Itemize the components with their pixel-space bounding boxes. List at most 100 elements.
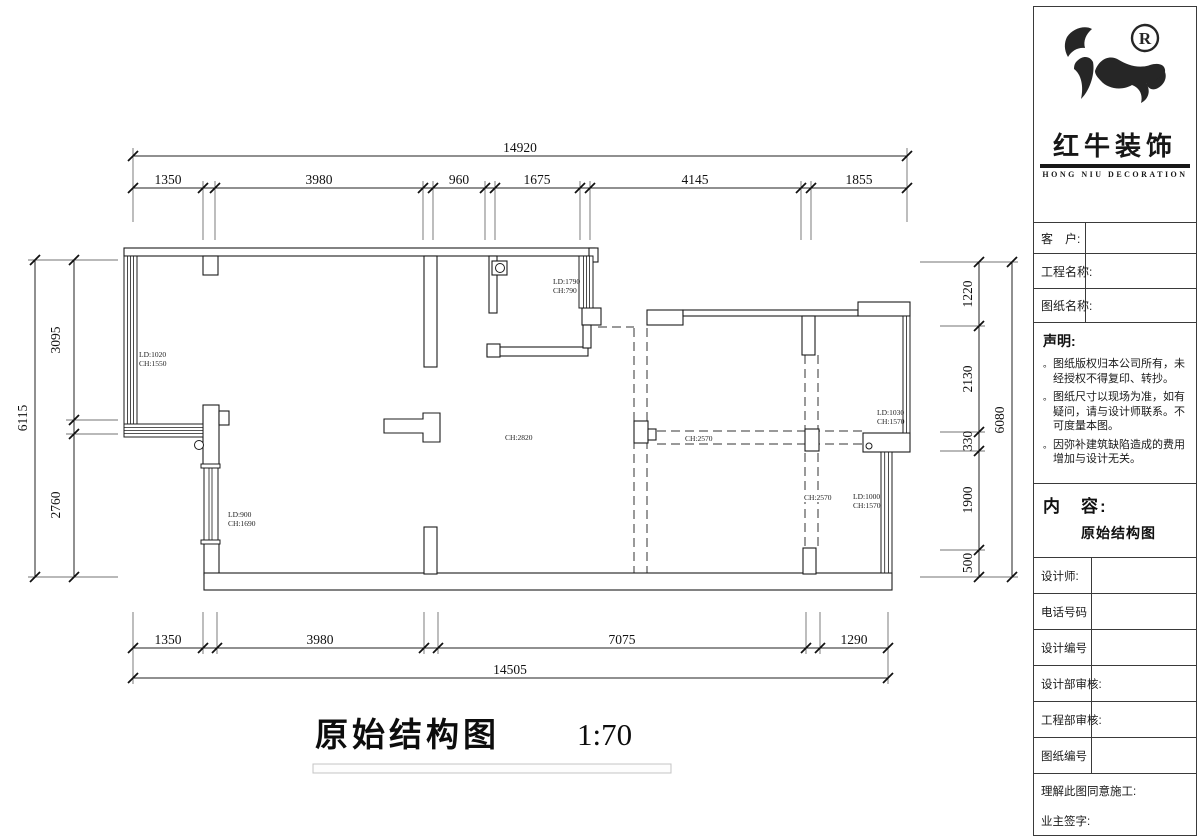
window-east (880, 451, 893, 574)
window-top-room (578, 255, 594, 309)
dashed-walls (598, 326, 863, 573)
construction-consent-label: 理解此图同意施工: (1041, 786, 1137, 798)
window-label: CH:790 (553, 286, 577, 295)
statement-item: 。 图纸版权归本公司所有，未经授权不得复印、转抄。 (1043, 357, 1190, 386)
ceiling-height-label: CH:2570 (685, 434, 713, 443)
dimension-extension-lines (28, 148, 1018, 684)
dim-label: 2760 (48, 491, 63, 518)
dim-label: 500 (960, 553, 975, 574)
drawing-scale: 1:70 (577, 717, 632, 752)
company-name: 红牛装饰 (1052, 131, 1177, 161)
window-label: CH:1570 (853, 501, 881, 510)
company-name-en: HONG NIU DECORATION (1042, 170, 1188, 179)
phone-label: 电话号码 (1034, 594, 1092, 629)
dim-right-total: 6080 (992, 406, 1007, 433)
dim-label: 1220 (960, 280, 975, 307)
footer-section: 理解此图同意施工: 业主签字: (1034, 774, 1196, 835)
ceiling-height-label: CH:2820 (505, 433, 533, 442)
project-name-value (1086, 254, 1196, 288)
customer-label: 客 户: (1034, 223, 1086, 253)
drawing-number-value (1092, 738, 1196, 773)
window-southwest (203, 466, 219, 544)
designer-label: 设计师: (1034, 558, 1092, 593)
dimension-lines (34, 155, 1013, 679)
dim-label: 2130 (960, 365, 975, 392)
dimension-ticks (29, 150, 1018, 684)
dim-label: 1350 (155, 632, 182, 647)
dim-label: 4145 (682, 172, 709, 187)
design-number-value (1092, 630, 1196, 665)
drawing-number-label: 图纸编号 (1034, 738, 1092, 773)
dimension-labels: 14920 1350 3980 960 1675 4145 1855 1350 … (15, 140, 1007, 677)
floor-plan: 14920 1350 3980 960 1675 4145 1855 1350 … (15, 140, 1018, 774)
door-pivot-icon (865, 442, 873, 450)
dim-label: 1350 (155, 172, 182, 187)
bullet-icon: 。 (1043, 439, 1053, 450)
statement-item: 。 图纸尺寸以现场为准，如有疑问，请与设计师联系。不可度量本图。 (1043, 390, 1190, 434)
phone-value (1092, 594, 1196, 629)
door-pivot-icon (194, 440, 204, 450)
content-label: 内 容: (1043, 497, 1108, 516)
statement-text: 图纸版权归本公司所有，未经授权不得复印、转抄。 (1053, 358, 1185, 385)
window-label: CH:1690 (228, 519, 256, 528)
company-logo-icon: R (1064, 23, 1166, 103)
statement-section: 声明: 。 图纸版权归本公司所有，未经授权不得复印、转抄。 。 图纸尺寸以现场为… (1034, 323, 1196, 484)
content-section: 内 容: 原始结构图 (1034, 484, 1196, 558)
bullet-icon: 。 (1043, 359, 1053, 369)
drawing-name-value (1086, 289, 1196, 322)
design-number-label: 设计编号 (1034, 630, 1092, 665)
drawing-name-label: 图纸名称: (1034, 289, 1092, 322)
statement-title: 声明: (1043, 333, 1076, 349)
window-label: LD:1000 (853, 492, 880, 501)
row-phone: 电话号码 (1034, 594, 1196, 630)
engineering-dept-review-value (1092, 702, 1196, 737)
content-value: 原始结构图 (1081, 525, 1156, 541)
drawing-title: 原始结构图 (315, 717, 500, 754)
design-dept-review-label: 设计部审核: (1034, 666, 1102, 701)
door-symbols (194, 263, 873, 450)
room-labels: LD:1020 CH:1550 LD:900 CH:1690 LD:1790 C… (139, 277, 905, 528)
title-underline (312, 763, 672, 774)
dim-label: 3095 (48, 326, 63, 353)
window-label: CH:1550 (139, 359, 167, 368)
row-engineering-dept-review: 工程部审核: (1034, 702, 1196, 738)
dim-label: 960 (449, 172, 470, 187)
window-label: LD:1790 (553, 277, 580, 286)
dim-label: 3980 (306, 172, 333, 187)
brand-underline (1040, 164, 1190, 168)
dim-top-total: 14920 (503, 140, 537, 155)
row-design-dept-review: 设计部审核: (1034, 666, 1196, 702)
design-dept-review-value (1092, 666, 1196, 701)
statement-item: 。 因弥补建筑缺陷造成的费用增加与设计无关。 (1043, 438, 1190, 467)
window-label: CH:1570 (877, 417, 905, 426)
row-designer: 设计师: (1034, 558, 1196, 594)
door-pivot-icon (495, 263, 505, 273)
dim-label: 7075 (609, 632, 636, 647)
windows (123, 255, 911, 574)
project-name-label: 工程名称: (1034, 254, 1092, 288)
window-label: LD:1020 (139, 350, 166, 359)
walls (123, 247, 911, 591)
row-design-number: 设计编号 (1034, 630, 1196, 666)
ceiling-height-label: CH:2570 (804, 493, 832, 502)
row-drawing-number: 图纸编号 (1034, 738, 1196, 774)
statement-text: 图纸尺寸以现场为准，如有疑问，请与设计师联系。不可度量本图。 (1053, 391, 1185, 433)
drawing-title-area: 原始结构图 1:70 (312, 717, 672, 774)
title-block: R 红牛装饰 HONG NIU DECORATION 客 户: 工程名称: 图纸… (1033, 6, 1197, 836)
window-label: LD:900 (228, 510, 252, 519)
dim-label: 1900 (960, 486, 975, 513)
dim-label: 1855 (846, 172, 873, 187)
dim-label: 3980 (307, 632, 334, 647)
row-customer: 客 户: (1034, 223, 1196, 254)
dim-label: 1675 (524, 172, 551, 187)
customer-value (1086, 223, 1196, 253)
window-label: LD:1030 (877, 408, 904, 417)
dim-left-total: 6115 (15, 405, 30, 432)
engineering-dept-review-label: 工程部审核: (1034, 702, 1102, 737)
bullet-icon: 。 (1043, 392, 1053, 403)
dim-label: 1290 (841, 632, 868, 647)
statement-text: 因弥补建筑缺陷造成的费用增加与设计无关。 (1053, 438, 1185, 466)
dim-bottom-total: 14505 (493, 662, 527, 677)
registered-mark: R (1138, 29, 1151, 48)
